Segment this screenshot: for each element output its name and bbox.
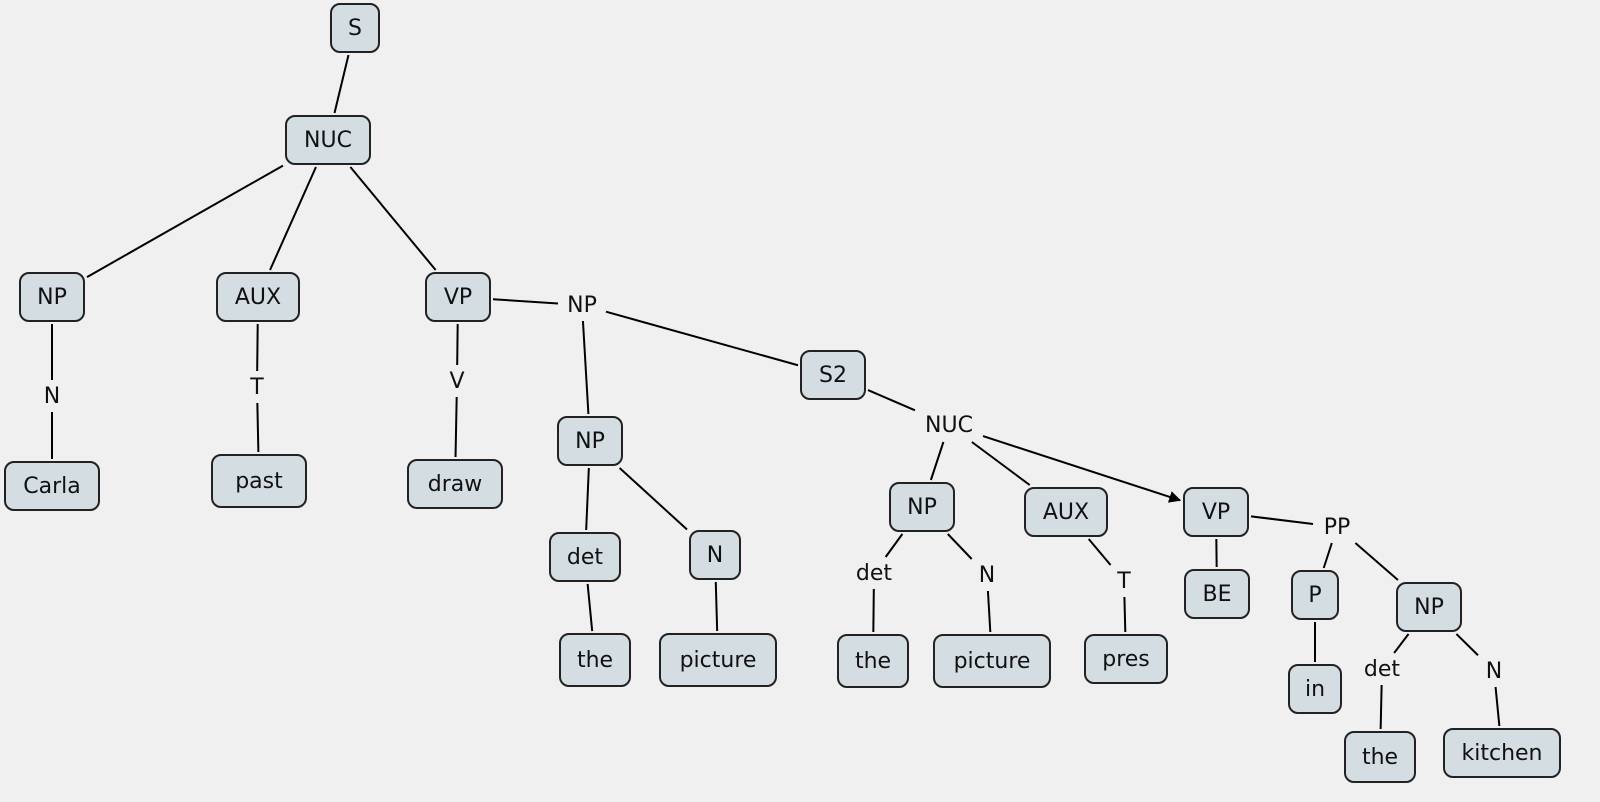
edge-n4-to-kitchen — [1494, 686, 1501, 727]
edge-aux2-to-t2 — [1087, 538, 1112, 566]
edge-np-obj-to-np2 — [581, 320, 590, 415]
edge-nuc1-to-aux1 — [269, 166, 317, 271]
node-picture1: picture — [659, 633, 777, 687]
node-np3: NP — [889, 482, 955, 532]
edge-vp2-to-pp — [1250, 515, 1314, 526]
node-p: P — [1291, 570, 1339, 620]
node-n1: N — [38, 382, 66, 410]
node-vp2: VP — [1183, 487, 1249, 537]
edge-np4-to-det3 — [1393, 633, 1410, 654]
edge-nuc2-to-vp2 — [982, 435, 1182, 503]
node-in: in — [1288, 664, 1342, 714]
edge-v1-to-draw — [454, 396, 458, 458]
edge-n3-to-picture2 — [986, 590, 992, 633]
node-np-obj: NP — [560, 291, 604, 319]
node-np4: NP — [1396, 582, 1462, 632]
edge-t1-to-past — [256, 402, 260, 453]
node-the3: the — [1344, 731, 1416, 783]
edge-n2-to-picture1 — [714, 581, 719, 632]
node-past: past — [211, 454, 307, 508]
edge-nuc1-to-np1 — [86, 164, 284, 278]
edge-np3-to-n3 — [947, 533, 973, 560]
node-n4: N — [1480, 657, 1508, 685]
node-t1: T — [243, 373, 271, 401]
edge-np3-to-det2 — [884, 533, 904, 558]
node-det2: det — [849, 559, 899, 587]
node-pp: PP — [1315, 513, 1359, 541]
edge-det3-to-the3 — [1379, 684, 1383, 730]
edge-np2-to-n2 — [618, 467, 688, 531]
edge-np4-to-n4 — [1455, 633, 1479, 656]
node-nuc1: NUC — [285, 115, 371, 165]
node-the1: the — [559, 633, 631, 687]
node-carla: Carla — [4, 461, 100, 511]
node-vp1: VP — [425, 272, 491, 322]
edge-np-obj-to-s2 — [605, 310, 799, 367]
node-np1: NP — [19, 272, 85, 322]
node-be: BE — [1184, 569, 1250, 619]
node-np2: NP — [557, 416, 623, 466]
node-aux2: AUX — [1024, 487, 1108, 537]
node-det1: det — [549, 532, 621, 582]
edge-det1-to-the1 — [586, 583, 594, 632]
node-kitchen: kitchen — [1443, 728, 1561, 778]
edge-s-to-nuc1 — [333, 54, 350, 114]
edge-t2-to-pres — [1123, 596, 1127, 633]
node-s2: S2 — [800, 350, 866, 400]
edge-s2-to-nuc2 — [867, 389, 916, 412]
node-s: S — [330, 3, 380, 53]
node-pres: pres — [1084, 634, 1168, 684]
edge-np2-to-det1 — [585, 467, 590, 531]
node-v1: V — [443, 367, 471, 395]
edge-pp-to-p — [1322, 542, 1333, 569]
node-picture2: picture — [933, 634, 1051, 688]
node-n2: N — [689, 530, 741, 580]
node-the2: the — [837, 634, 909, 688]
node-nuc2: NUC — [917, 410, 981, 440]
node-n3: N — [973, 561, 1001, 589]
edge-nuc2-to-np3 — [929, 441, 945, 481]
node-t2: T — [1110, 567, 1138, 595]
edge-aux1-to-t1 — [256, 323, 259, 372]
node-draw: draw — [407, 459, 503, 509]
edge-nuc2-to-aux2 — [971, 441, 1031, 486]
edge-pp-to-np4 — [1354, 542, 1399, 581]
node-det3: det — [1357, 655, 1407, 683]
edge-nuc1-to-vp1 — [349, 166, 437, 271]
node-aux1: AUX — [216, 272, 300, 322]
edge-vp1-to-np-obj — [492, 298, 559, 305]
